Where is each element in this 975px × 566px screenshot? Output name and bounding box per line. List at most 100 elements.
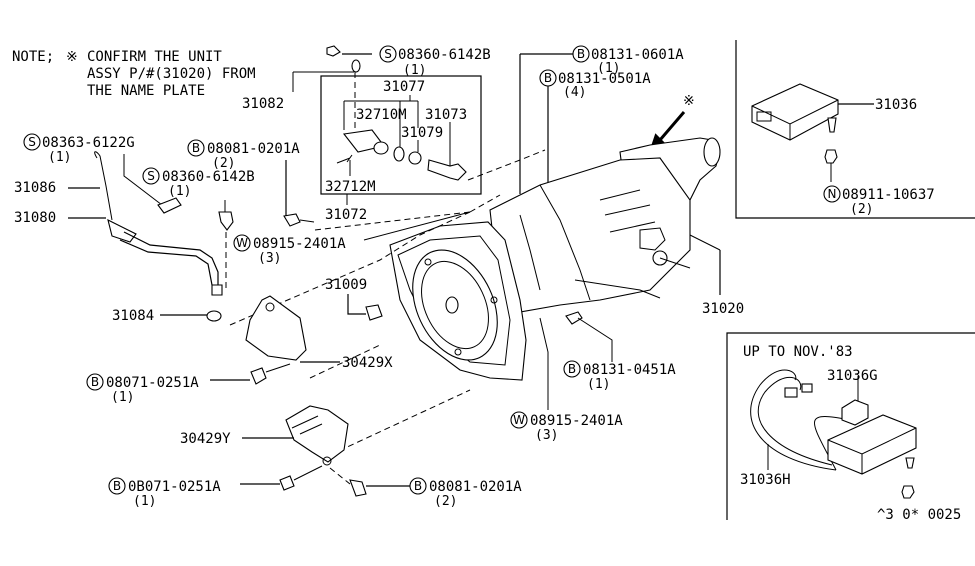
bolt-icon: [349, 479, 367, 497]
note-block: NOTE; ※ CONFIRM THE UNIT ASSY P/#(31020)…: [12, 49, 256, 99]
part-label-30429X: 30429X: [342, 355, 393, 371]
part-label-31036: 31036: [875, 97, 917, 113]
plug-31009[interactable]: [365, 304, 383, 321]
bolt-icon: [283, 213, 301, 227]
fastener-w-08915-left[interactable]: W 08915-2401A (3): [233, 234, 346, 266]
bracket-30429X[interactable]: [245, 295, 307, 361]
svg-text:08131-0451A: 08131-0451A: [583, 362, 676, 378]
relay-31036G[interactable]: [841, 399, 869, 426]
reference-mark: ※: [683, 93, 695, 109]
svg-text:(1): (1): [168, 184, 191, 199]
assembly-31072: 31082 S 08360-6142B (1) 31077 32710M 310…: [242, 45, 546, 223]
bolt-icon: [326, 45, 341, 57]
svg-text:0B071-0251A: 0B071-0251A: [128, 479, 221, 495]
nut-icon: [824, 149, 838, 164]
part-label-31036G: 31036G: [827, 368, 878, 384]
fastener-b-08071-mid[interactable]: B 08071-0251A (1): [86, 373, 199, 405]
part-label-31082: 31082: [242, 96, 284, 112]
fastener-b-08131-0601A[interactable]: B 08131-0601A (1): [572, 45, 684, 76]
svg-text:B: B: [577, 47, 585, 61]
svg-text:(1): (1): [597, 61, 620, 76]
part-label-30429Y: 30429Y: [180, 431, 231, 447]
reference-symbol: ※: [66, 49, 78, 65]
svg-text:N: N: [828, 187, 837, 201]
svg-text:08360-6142B: 08360-6142B: [162, 169, 255, 185]
svg-text:08915-2401A: 08915-2401A: [253, 236, 346, 252]
connector-icon: [784, 387, 798, 398]
part-label-31077: 31077: [383, 79, 425, 95]
fastener-b-08081-bottom[interactable]: B 08081-0201A (2): [409, 477, 522, 509]
part-label-31073: 31073: [425, 107, 467, 123]
part-label-31086: 31086: [14, 180, 56, 196]
part-label-31072: 31072: [325, 207, 367, 223]
inset-frame-up-to-nov-83: UP TO NOV.'83 31036G 31036H ^3 0* 0025: [726, 332, 975, 523]
svg-text:08131-0601A: 08131-0601A: [591, 47, 684, 63]
part-label-32710M: 32710M: [356, 107, 407, 123]
inset-title: UP TO NOV.'83: [743, 344, 853, 360]
callouts-top-right: B 08131-0601A (1) B 08131-0501A (4) ※: [519, 45, 695, 194]
svg-text:S: S: [28, 135, 36, 149]
part-label-31080: 31080: [14, 210, 56, 226]
svg-text:(3): (3): [535, 428, 558, 443]
svg-text:(2): (2): [212, 156, 235, 171]
svg-text:S: S: [384, 47, 392, 61]
svg-text:W: W: [513, 413, 525, 427]
svg-text:B: B: [544, 71, 552, 85]
fastener-w-08915-bottom[interactable]: W 08915-2401A (3): [510, 411, 623, 443]
svg-text:(1): (1): [133, 494, 156, 509]
bracket-icon: [351, 59, 361, 73]
grommet-31084[interactable]: [206, 310, 222, 322]
screw-icon: [827, 117, 837, 133]
plug-31073[interactable]: [427, 159, 467, 181]
svg-text:(1): (1): [111, 390, 134, 405]
transmission-assembly-31020[interactable]: [389, 137, 721, 381]
fastener-b-08071-bottom[interactable]: B 0B071-0251A (1): [108, 477, 221, 509]
svg-text:08131-0501A: 08131-0501A: [558, 71, 651, 87]
svg-text:08915-2401A: 08915-2401A: [530, 413, 623, 429]
seal-ring-31079[interactable]: [393, 146, 405, 162]
svg-text:08081-0201A: 08081-0201A: [207, 141, 300, 157]
note-line-2: ASSY P/#(31020) FROM: [87, 66, 256, 82]
note-prefix: NOTE;: [12, 49, 54, 65]
note-line-3: THE NAME PLATE: [87, 83, 205, 99]
fastener-b-08131-0451A[interactable]: B 08131-0451A (1): [563, 360, 676, 392]
part-label-31036H: 31036H: [740, 472, 791, 488]
speedometer-cable-assembly: S 08363-6122G (1) 31086 31080 B 08081-02…: [14, 133, 471, 296]
control-unit-31036[interactable]: [751, 83, 839, 141]
part-label-31020: 31020: [702, 301, 744, 317]
fitting-icon: [157, 197, 182, 214]
svg-text:(4): (4): [563, 85, 586, 100]
svg-text:(1): (1): [48, 150, 71, 165]
fastener-s-08360-top[interactable]: S 08360-6142B (1): [379, 45, 491, 78]
svg-text:(1): (1): [403, 63, 426, 78]
svg-text:B: B: [113, 479, 121, 493]
fastener-n-08911-10637[interactable]: N 08911-10637 (2): [823, 185, 935, 217]
svg-text:B: B: [568, 362, 576, 376]
footer-code: ^3 0* 0025: [877, 507, 961, 523]
svg-text:(1): (1): [587, 377, 610, 392]
fastener-b-08081-top[interactable]: B 08081-0201A (2): [187, 139, 300, 171]
bolt-icon: [250, 367, 267, 385]
svg-text:(3): (3): [258, 251, 281, 266]
svg-text:B: B: [91, 375, 99, 389]
svg-text:08363-6122G: 08363-6122G: [42, 135, 135, 151]
svg-text:W: W: [236, 236, 248, 250]
control-unit-old[interactable]: [827, 414, 917, 475]
fastener-s-08360-left[interactable]: S 08360-6142B (1): [142, 167, 255, 199]
part-label-32712M: 32712M: [325, 179, 376, 195]
connector-icon: [801, 383, 813, 393]
bracket-30429Y[interactable]: [285, 405, 349, 466]
part-label-31084: 31084: [112, 308, 154, 324]
svg-text:B: B: [192, 141, 200, 155]
part-label-31009: 31009: [325, 277, 367, 293]
screw-icon: [905, 457, 915, 469]
svg-text:08360-6142B: 08360-6142B: [398, 47, 491, 63]
fastener-b-08131-0501A[interactable]: B 08131-0501A (4): [539, 69, 651, 100]
bolt-icon: [279, 475, 295, 491]
bolt-icon: [565, 311, 583, 325]
svg-text:(2): (2): [850, 202, 873, 217]
svg-text:(2): (2): [434, 494, 457, 509]
fastener-s-08363-6122G[interactable]: S 08363-6122G (1): [23, 133, 135, 165]
bolt-icon: [218, 211, 234, 231]
